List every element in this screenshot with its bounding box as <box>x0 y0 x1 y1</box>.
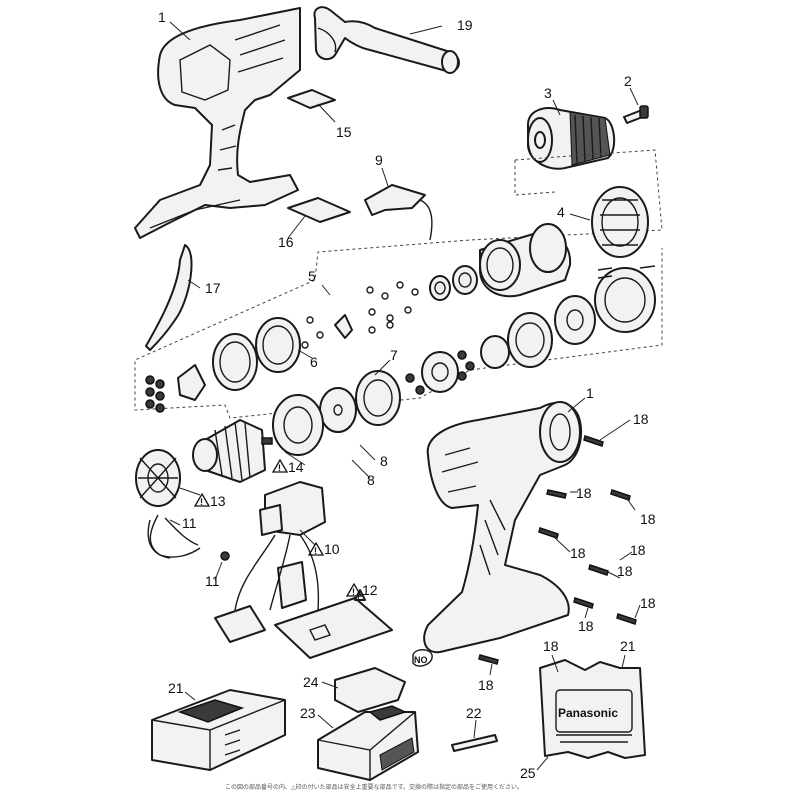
side-handle <box>313 6 460 74</box>
warning-icon-13 <box>193 492 211 507</box>
callout-6: 6 <box>310 354 318 370</box>
callout-22: 23 <box>300 705 316 721</box>
svg-text:!: ! <box>314 546 317 556</box>
callout-1: 1 <box>158 9 166 25</box>
callout-18: 18 <box>640 511 656 527</box>
callout-21: 18 <box>543 638 559 654</box>
switch-cover-plate <box>287 89 336 109</box>
motor <box>192 394 324 483</box>
battery-pack <box>317 705 419 781</box>
callout-numbers: 1 19 2 3 15 9 4 16 5 17 6 7 1 18 8 8 14 … <box>158 9 656 781</box>
trigger-switch <box>214 481 326 643</box>
case-brand-logo: Panasonic <box>558 706 618 720</box>
callout-4: 4 <box>557 204 565 220</box>
callout-5: 5 <box>308 268 316 284</box>
callout-1-lower: 1 <box>586 385 594 401</box>
small-parts-cluster <box>301 265 656 349</box>
callout-20: 25 <box>520 765 536 781</box>
callout-3: 3 <box>544 85 552 101</box>
callout-18: 18 <box>576 485 592 501</box>
svg-text:!: ! <box>278 463 281 473</box>
drill-chuck <box>527 107 616 170</box>
callout-9: 9 <box>375 152 383 168</box>
driver-bit <box>451 734 498 752</box>
callout-8: 8 <box>380 453 388 469</box>
callout-11: 11 <box>205 573 220 589</box>
callout-25: 22 <box>466 705 482 721</box>
callout-19: 19 <box>457 17 473 33</box>
callout-21: 21 <box>620 638 636 654</box>
callout-18: 18 <box>640 595 656 611</box>
callout-18: 18 <box>570 545 586 561</box>
callout-18: 18 <box>633 411 649 427</box>
housing-left-half <box>134 7 301 239</box>
carrying-strap <box>145 244 193 351</box>
callout-14: 14 <box>288 459 304 475</box>
bottom-plate <box>287 197 351 223</box>
planetary-pins <box>145 350 475 413</box>
warning-icon-14 <box>271 458 289 473</box>
callout-17: 17 <box>205 280 221 296</box>
callout-18: 18 <box>578 618 594 634</box>
callout-18: 18 <box>630 542 646 558</box>
terminal-wires <box>147 514 230 561</box>
callout-7: 7 <box>390 347 398 363</box>
warning-icon-10 <box>307 541 325 556</box>
callout-15: 15 <box>336 124 352 140</box>
leader-lines <box>169 21 641 771</box>
callout-12: 12 <box>362 582 378 598</box>
callout-23: 24 <box>303 674 319 690</box>
callout-18: 18 <box>478 677 494 693</box>
warning-marks: ! ! ! ! <box>193 458 363 597</box>
carrying-case: Panasonic <box>539 659 646 759</box>
callout-18: 18 <box>617 563 633 579</box>
no-marker: NO <box>412 649 433 667</box>
control-board <box>274 589 393 659</box>
callout-24: 21 <box>168 680 184 696</box>
chuck-screw <box>623 105 649 124</box>
housing-right-half <box>423 401 583 654</box>
callout-10: 10 <box>324 541 340 557</box>
warning-icon-12 <box>345 582 363 597</box>
callout-2: 2 <box>624 73 632 89</box>
callout-13: 13 <box>210 493 226 509</box>
motor-fan <box>135 449 181 507</box>
direction-lever <box>364 184 433 241</box>
callout-8: 8 <box>367 472 375 488</box>
charger <box>151 689 286 771</box>
no-marker-label: NO <box>414 655 428 665</box>
svg-text:!: ! <box>200 497 203 507</box>
callout-11: 11 <box>182 515 197 531</box>
callout-16: 16 <box>278 234 294 250</box>
screw-set <box>478 435 637 665</box>
svg-text:!: ! <box>352 587 355 597</box>
footer-note: この図の部品番号の内、△印の付いた部品は安全上重要な部品です。交換の際は指定の部… <box>225 784 524 791</box>
battery-cover <box>334 667 406 713</box>
gearbox-assembly <box>145 186 656 433</box>
